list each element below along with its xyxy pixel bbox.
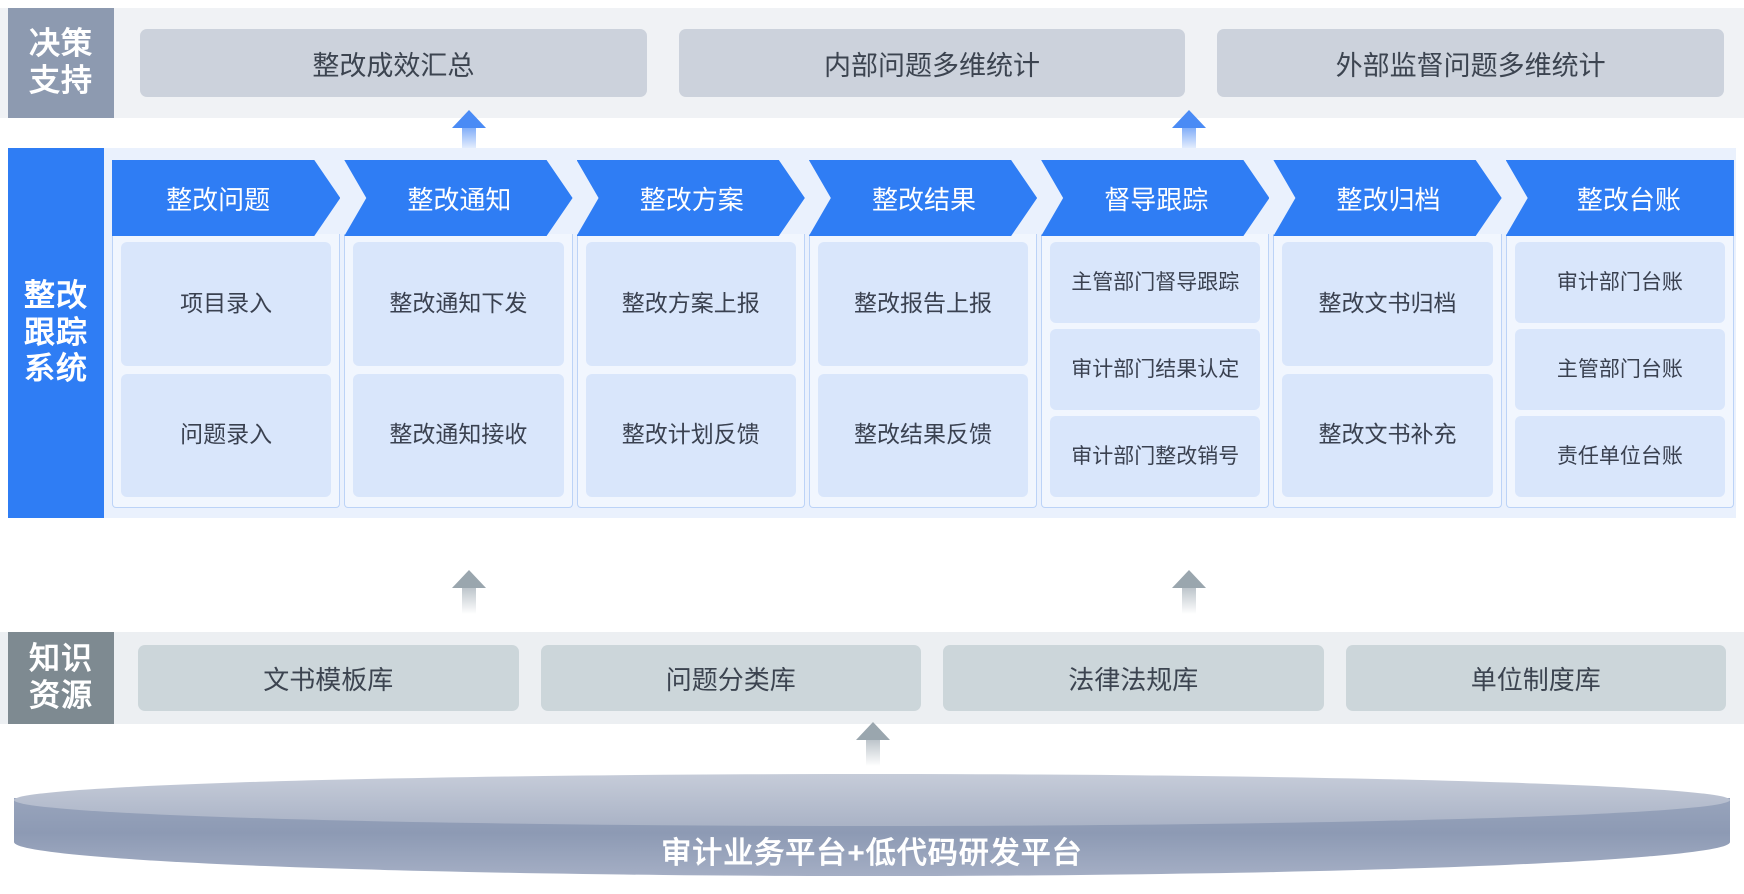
- arrow-up-to-system-2: [1172, 570, 1206, 614]
- flow-items-1: 整改通知下发 整改通知接收: [344, 234, 573, 508]
- flow-step-title-4[interactable]: 督导跟踪: [1041, 160, 1269, 236]
- flow-item-6-0[interactable]: 审计部门台账: [1514, 242, 1725, 323]
- flow-items-0: 项目录入 问题录入: [112, 234, 341, 508]
- decision-card-1[interactable]: 内部问题多维统计: [678, 29, 1186, 97]
- flow-step-title-0[interactable]: 整改问题: [112, 160, 340, 236]
- flow-items-3: 整改报告上报 整改结果反馈: [808, 234, 1038, 508]
- flow-item-0-1[interactable]: 问题录入: [121, 373, 332, 497]
- flow-item-4-1[interactable]: 审计部门结果认定: [1050, 329, 1261, 410]
- flow-item-6-1[interactable]: 主管部门台账: [1514, 329, 1725, 410]
- knowledge-card-3[interactable]: 单位制度库: [1345, 645, 1726, 711]
- flow-item-4-2[interactable]: 审计部门整改销号: [1050, 416, 1261, 497]
- flow-item-0-0[interactable]: 项目录入: [121, 242, 332, 366]
- knowledge-card-2[interactable]: 法律法规库: [943, 645, 1324, 711]
- system-label-line-3: 系统: [24, 351, 88, 387]
- flow-column-1: 整改通知 整改通知下发 整改通知接收: [344, 160, 573, 508]
- knowledge-card-0[interactable]: 文书模板库: [138, 645, 519, 711]
- flow-column-4: 督导跟踪 主管部门督导跟踪 审计部门结果认定 审计部门整改销号: [1041, 160, 1270, 508]
- flow-column-6: 整改台账 审计部门台账 主管部门台账 责任单位台账: [1505, 160, 1734, 508]
- flow-item-1-1[interactable]: 整改通知接收: [353, 373, 564, 497]
- flow-item-6-2[interactable]: 责任单位台账: [1514, 416, 1725, 497]
- system-label: 整改 跟踪 系统: [8, 148, 104, 518]
- flow-column-5: 整改归档 整改文书归档 整改文书补充: [1273, 160, 1502, 508]
- flow-column-0: 整改问题 项目录入 问题录入: [112, 160, 341, 508]
- flow-step-title-3[interactable]: 整改结果: [809, 160, 1037, 236]
- arrow-up-to-decision-1: [452, 110, 486, 154]
- arrow-up-to-system-1: [452, 570, 486, 614]
- flow-step-title-1[interactable]: 整改通知: [344, 160, 572, 236]
- flow-item-5-0[interactable]: 整改文书归档: [1282, 242, 1493, 366]
- decision-card-0[interactable]: 整改成效汇总: [140, 29, 647, 97]
- knowledge-label-line-2: 资源: [29, 678, 93, 713]
- flow-item-3-0[interactable]: 整改报告上报: [817, 242, 1029, 366]
- flow-item-1-0[interactable]: 整改通知下发: [353, 242, 564, 366]
- decision-label-line-1: 决策: [29, 26, 93, 62]
- flow-column-2: 整改方案 整改方案上报 整改计划反馈: [576, 160, 805, 508]
- flow-items-4: 主管部门督导跟踪 审计部门结果认定 审计部门整改销号: [1041, 234, 1270, 508]
- flow-items-2: 整改方案上报 整改计划反馈: [576, 234, 805, 508]
- flow-step-title-6[interactable]: 整改台账: [1505, 160, 1734, 236]
- system-label-line-2: 跟踪: [24, 314, 88, 350]
- knowledge-card-1[interactable]: 问题分类库: [540, 645, 921, 711]
- flow-item-5-1[interactable]: 整改文书补充: [1282, 373, 1493, 497]
- platform-cylinder: 审计业务平台+低代码研发平台: [14, 770, 1730, 890]
- flow-items-6: 审计部门台账 主管部门台账 责任单位台账: [1505, 234, 1734, 508]
- platform-title: 审计业务平台+低代码研发平台: [661, 837, 1083, 870]
- flow-item-3-1[interactable]: 整改结果反馈: [817, 373, 1029, 497]
- flow-column-3: 整改结果 整改报告上报 整改结果反馈: [808, 160, 1038, 508]
- knowledge-label: 知识 资源: [8, 632, 114, 724]
- decision-card-row: 整改成效汇总 内部问题多维统计 外部监督问题多维统计: [130, 8, 1734, 118]
- decision-card-2[interactable]: 外部监督问题多维统计: [1217, 29, 1725, 97]
- flow-step-title-5[interactable]: 整改归档: [1273, 160, 1501, 236]
- flow-item-4-0[interactable]: 主管部门督导跟踪: [1050, 242, 1261, 323]
- arrow-up-to-knowledge: [856, 722, 890, 766]
- knowledge-card-row: 文书模板库 问题分类库 法律法规库 单位制度库: [130, 632, 1734, 724]
- knowledge-label-line-1: 知识: [29, 641, 93, 677]
- flow-items-5: 整改文书归档 整改文书补充: [1273, 234, 1502, 508]
- system-label-line-1: 整改: [24, 278, 88, 314]
- cylinder-top-ellipse: [14, 774, 1730, 826]
- decision-support-label: 决策 支持: [8, 8, 114, 118]
- flow-item-2-0[interactable]: 整改方案上报: [585, 242, 796, 366]
- flow-columns: 整改问题 项目录入 问题录入 整改通知 整改通知下发 整改通知接收 整改方案 整…: [112, 160, 1734, 508]
- arrow-up-to-decision-2: [1172, 110, 1206, 154]
- flow-item-2-1[interactable]: 整改计划反馈: [585, 373, 796, 497]
- flow-step-title-2[interactable]: 整改方案: [577, 160, 805, 236]
- decision-label-line-2: 支持: [29, 63, 93, 98]
